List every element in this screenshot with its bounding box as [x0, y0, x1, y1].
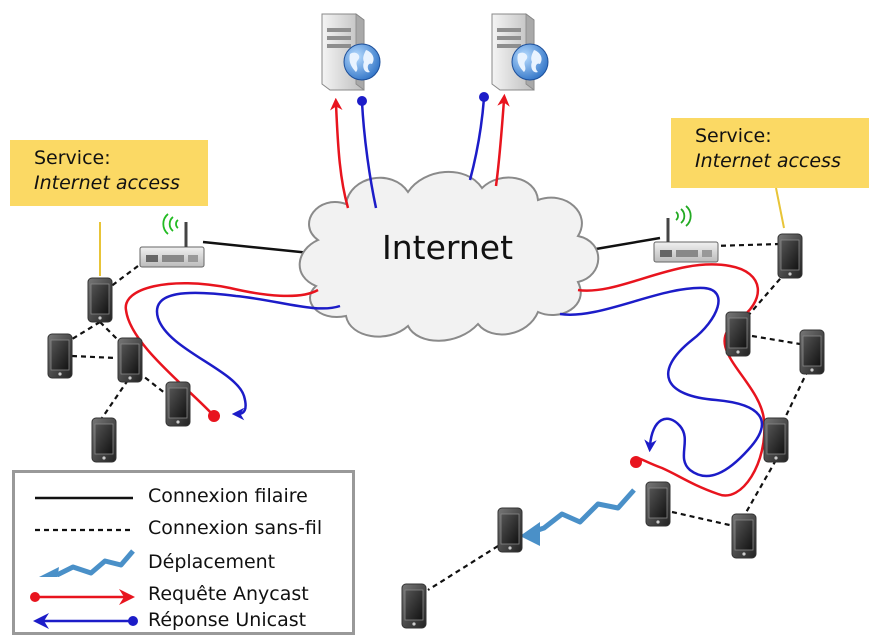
legend-item-movement: Déplacement — [15, 549, 352, 577]
wireless-links — [63, 242, 809, 591]
legend-label-unicast: Réponse Unicast — [148, 609, 307, 631]
response-path-right — [559, 286, 764, 478]
service-box-left: Service: Internet access — [10, 140, 208, 206]
request-path-left — [124, 282, 319, 417]
movement-arrowhead — [520, 522, 540, 546]
request-path-right — [577, 263, 766, 497]
response-origin-right — [479, 92, 489, 102]
wifi-icon — [162, 213, 179, 235]
request-path-to-server-left — [330, 97, 350, 209]
smartphone-icon — [91, 417, 117, 463]
smartphone-icon — [799, 329, 825, 375]
movement-path — [531, 488, 636, 535]
smartphone-icon — [645, 481, 671, 527]
wifi-icon — [675, 205, 692, 227]
legend-label-wireless: Connexion sans-fil — [148, 517, 323, 539]
smartphone-icon — [497, 507, 523, 553]
smartphone-icon — [731, 513, 757, 559]
smartphone-icon — [117, 337, 143, 383]
smartphone-icon — [725, 311, 751, 357]
legend-item-unicast: Réponse Unicast — [15, 609, 352, 635]
router-icon — [653, 241, 719, 263]
smartphone-icon — [401, 583, 427, 629]
router-icon — [139, 246, 205, 268]
wireless-line-symbol — [35, 528, 133, 532]
wired-line-symbol — [35, 496, 133, 500]
service-value: Internet access — [695, 150, 841, 172]
service-box-right: Service: Internet access — [671, 118, 869, 188]
cloud-icon — [298, 171, 600, 342]
response-path-from-server-left — [360, 101, 378, 209]
legend: Connexion filaire Connexion sans-fil Dép… — [12, 470, 355, 635]
wired-link-left — [202, 240, 321, 256]
globe-icon — [343, 43, 381, 81]
response-origin-left — [357, 96, 367, 106]
legend-item-wireless: Connexion sans-fil — [15, 517, 352, 543]
movement-symbol — [39, 549, 135, 577]
smartphone-icon — [777, 233, 803, 279]
service-connector-right — [775, 187, 785, 229]
anycast-symbol — [30, 589, 135, 605]
service-value: Internet access — [34, 172, 180, 194]
legend-item-anycast: Requête Anycast — [15, 583, 352, 609]
request-origin-right — [630, 456, 642, 468]
smartphone-icon — [87, 277, 113, 323]
request-path-to-server-right — [494, 93, 510, 187]
unicast-symbol — [33, 613, 138, 629]
request-origin-left — [208, 410, 220, 422]
response-path-from-server-right — [468, 97, 486, 181]
legend-label-anycast: Requête Anycast — [148, 583, 309, 605]
wired-link-right — [589, 236, 661, 252]
smartphone-icon — [763, 417, 789, 463]
legend-label-movement: Déplacement — [148, 551, 276, 573]
legend-item-wired: Connexion filaire — [15, 485, 352, 511]
service-title: Service: — [34, 147, 111, 169]
service-title: Service: — [695, 125, 772, 147]
smartphone-icon — [165, 381, 191, 427]
response-path-left — [155, 291, 341, 421]
globe-icon — [511, 43, 549, 81]
cloud-label: Internet — [382, 228, 514, 267]
smartphone-icon — [47, 333, 73, 379]
legend-label-wired: Connexion filaire — [148, 485, 308, 507]
